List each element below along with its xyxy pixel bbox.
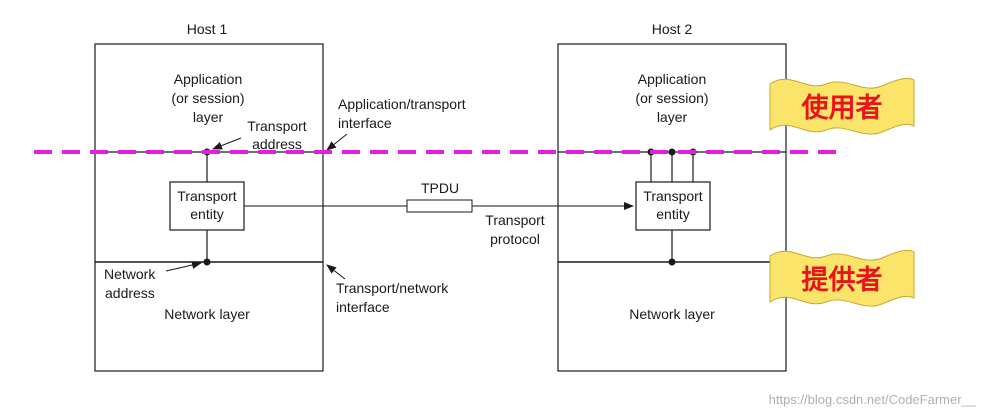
- provider-banner-shape: [769, 249, 915, 307]
- host-2-network-address-dot: [668, 258, 676, 266]
- tpdu-label: TPDU: [421, 180, 459, 196]
- host-1-app-layer-line-2: (or session): [171, 90, 244, 106]
- host-1-title: Host 1: [187, 21, 228, 37]
- watermark: https://blog.csdn.net/CodeFarmer__: [769, 392, 977, 407]
- user-banner: 使用者: [769, 77, 915, 135]
- host-2-app-layer-line-3: layer: [657, 109, 688, 125]
- transport-address-label-line-2: address: [252, 136, 302, 152]
- host-2-title: Host 2: [652, 21, 693, 37]
- host-1-entity-line-1: Transport: [177, 188, 237, 204]
- host-2-box: [557, 43, 787, 372]
- host-1-entity-line-2: entity: [190, 206, 223, 222]
- host-1-app-layer-line-3: layer: [193, 109, 224, 125]
- transport-network-interface-arrow: [326, 264, 346, 280]
- provider-banner: 提供者: [769, 249, 915, 307]
- app-transport-interface-arrow: [326, 133, 348, 151]
- network-address-arrow: [165, 261, 202, 272]
- host-2-transport-address-dot-2: [668, 148, 676, 156]
- transport-protocol-label-line-2: protocol: [490, 231, 540, 247]
- network-address-label-line-2: address: [105, 285, 155, 301]
- network-address-label-line-1: Network: [104, 266, 156, 282]
- host-2: Host 2 Application (or session) layer Tr…: [557, 21, 787, 372]
- app-transport-interface-label-line-2: interface: [338, 115, 392, 131]
- tpdu-box: [406, 199, 473, 213]
- transport-address-label-line-1: Transport: [247, 118, 307, 134]
- app-transport-interface-label-line-1: Application/transport: [338, 96, 466, 112]
- user-banner-text: 使用者: [801, 93, 883, 124]
- host-2-network-layer-label: Network layer: [629, 306, 715, 322]
- transport-network-interface-label-line-2: interface: [336, 299, 390, 315]
- host-1-app-layer-line-1: Application: [174, 71, 243, 87]
- host-2-entity-line-2: entity: [656, 206, 689, 222]
- host-1-box: [94, 43, 324, 372]
- host-1-transport-entity: [169, 181, 245, 231]
- transport-address-arrow: [212, 137, 242, 150]
- host-1-network-layer-label: Network layer: [164, 306, 250, 322]
- host-2-transport-entity: [635, 181, 711, 231]
- host-2-app-layer-line-2: (or session): [635, 90, 708, 106]
- transport-protocol-label-line-1: Transport: [485, 212, 545, 228]
- host-1: Host 1 Application (or session) layer Tr…: [94, 21, 324, 372]
- user-banner-shape: [769, 77, 915, 135]
- host-2-entity-line-1: Transport: [643, 188, 703, 204]
- host-2-app-layer-line-1: Application: [638, 71, 707, 87]
- provider-banner-text: 提供者: [802, 265, 883, 296]
- host-1-network-address-dot: [203, 258, 211, 266]
- transport-network-interface-label-line-1: Transport/network: [336, 280, 449, 296]
